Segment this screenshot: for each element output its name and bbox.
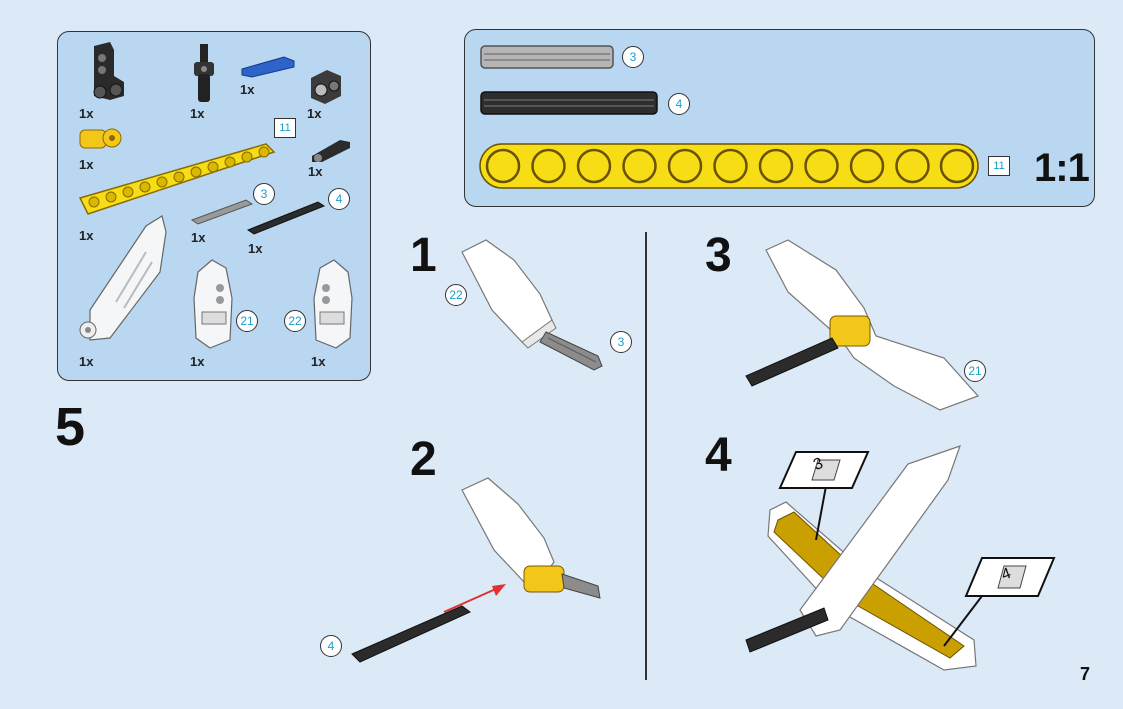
axle-4-ruler [480,91,658,115]
step-2-number: 2 [410,433,437,486]
scale-label: 1:1 [1034,146,1090,190]
qty-black-connector: 1x [79,106,94,121]
step-1-assembly [461,239,603,371]
qty-yellow-beam: 1x [79,228,94,243]
axle-4-ruler-label: 4 [668,93,690,115]
qty-black-pin: 1x [308,164,323,179]
white-panel-22-part [313,259,353,349]
step-2-label-4: 4 [320,635,342,657]
step-2-assembly [351,477,601,663]
step-4-assembly [745,445,983,671]
grey-axle-length-callout: 3 [253,183,275,205]
yellow-beam-part [78,143,276,215]
step-1-number: 1 [410,229,437,282]
qty-white-panel-large: 1x [79,354,94,369]
qty-yellow-connector: 1x [79,157,94,172]
step-divider [645,232,647,680]
step-3-label-21: 21 [964,360,986,382]
beam-11-ruler-label: 11 [988,156,1010,176]
white-panel-large-part [79,215,167,341]
qty-blue-axle-pin: 1x [240,82,255,97]
step-1-label-22: 22 [445,284,467,306]
qty-black-axle-pin: 1x [190,106,205,121]
beam-length-label: 11 [274,118,296,138]
black-connector-part [93,42,124,100]
beam-11-ruler [479,143,979,189]
step-3-assembly [745,239,980,411]
sticker-4 [964,557,1056,597]
qty-black-axle: 1x [248,241,263,256]
qty-white-panel-21: 1x [190,354,205,369]
qty-white-panel-22: 1x [311,354,326,369]
step-3-number: 3 [705,229,732,282]
step-1-label-3: 3 [610,331,632,353]
grey-axle-3-part [190,199,254,225]
sticker-3 [778,451,870,489]
qty-dark-grey-connector: 1x [307,106,322,121]
blue-axle-pin-part [241,56,295,78]
axle-3-ruler-label: 3 [622,46,644,68]
axle-3-ruler [480,45,614,69]
step-4-number: 4 [705,429,732,482]
black-axle-pin-part [194,44,214,102]
panel-22-callout: 22 [284,310,306,332]
black-axle-length-callout: 4 [328,188,350,210]
yellow-connector-part [79,128,122,149]
sub-step-number: 5 [55,397,86,457]
page-number: 7 [1080,664,1091,684]
black-axle-4-part [246,201,326,235]
dark-grey-connector-part [311,70,341,104]
qty-grey-axle: 1x [191,230,206,245]
white-panel-21-part [193,259,233,349]
panel-21-callout: 21 [236,310,258,332]
black-pin-part [312,140,350,162]
